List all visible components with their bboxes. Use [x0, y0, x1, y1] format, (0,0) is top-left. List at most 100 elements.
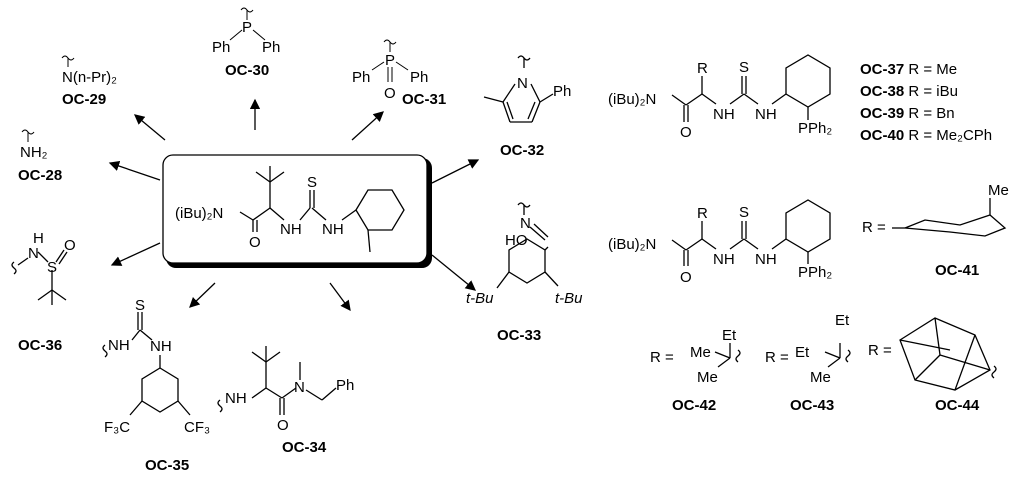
bond [431, 254, 477, 291]
bond [729, 238, 745, 250]
s2-r: R [697, 205, 708, 222]
bond [845, 349, 851, 363]
bond [371, 61, 385, 71]
oc31-o: O [384, 85, 396, 102]
structure-series-2: (iBu)₂N O R NH S NH PPh₂ [608, 199, 832, 286]
structure-oc-29: N(n-Pr)₂ OC-29 [61, 55, 117, 108]
bond [321, 387, 337, 401]
bond [252, 29, 266, 41]
s1-o: O [680, 124, 692, 141]
bond [129, 400, 143, 416]
bond [771, 238, 787, 250]
oc35-cf3a: F₃C [104, 419, 130, 436]
oc36-s: S [47, 259, 57, 276]
oc31-label-visible: OC-31 [402, 91, 446, 108]
atom-label: Et [835, 312, 850, 329]
atom-label: R = [868, 342, 892, 359]
bond [431, 159, 480, 184]
oc30-p: P [242, 19, 252, 36]
bond [914, 354, 941, 381]
bond [685, 238, 703, 251]
bond [269, 207, 285, 221]
bond [265, 351, 281, 363]
bond [251, 351, 267, 363]
bond [265, 387, 283, 399]
oc34-ph: Ph [336, 377, 354, 394]
atom-label: OC-43 [790, 397, 834, 414]
atom-label: Me [988, 182, 1009, 199]
bond [785, 54, 831, 108]
atom-label: OC-37 R = Me [860, 61, 957, 78]
s2-s: S [739, 204, 749, 221]
structure-oc-35: NH NH S F₃C CF₃ OC-35 [102, 297, 210, 474]
arrows [108, 98, 480, 312]
central-nh1: NH [280, 221, 302, 238]
atom-label: R = [650, 349, 674, 366]
bond [217, 399, 223, 413]
bond [55, 249, 65, 263]
structure-oc-30: P Ph Ph OC-30 [212, 7, 280, 79]
atom-label: OC-44 [935, 397, 980, 414]
bond [991, 365, 997, 379]
bond [743, 238, 759, 250]
series-1-legend: OC-37 R = Me OC-38 R = iBu OC-39 R = Bn … [860, 61, 992, 144]
bond [717, 357, 731, 368]
bond [934, 317, 941, 356]
s2-nh1: NH [713, 251, 735, 268]
bond [177, 400, 191, 416]
legend-text: OC-39 [860, 105, 904, 122]
structure-oc-34: NH N O Ph OC-34 [217, 346, 354, 456]
oc42: R = Et Me Me OC-42 [650, 327, 741, 414]
oc30-ph2: Ph [262, 39, 280, 56]
bond [785, 199, 831, 253]
bond [51, 289, 67, 301]
atom-label: OC-41 [935, 262, 979, 279]
oc44: R = OC-44 [868, 317, 997, 414]
bond [341, 209, 357, 221]
oc31-ph2: Ph [410, 69, 428, 86]
oc32-label: OC-32 [500, 142, 544, 159]
central-o: O [249, 234, 261, 251]
bond [954, 334, 976, 391]
bond [17, 257, 29, 266]
bond [527, 101, 536, 120]
bond [58, 251, 68, 265]
bond [189, 282, 216, 308]
s1-s: S [739, 59, 749, 76]
bond [671, 94, 687, 106]
oc29-label: OC-29 [62, 91, 106, 108]
central-nh2: NH [322, 221, 344, 238]
bond [544, 271, 559, 287]
bond [544, 246, 549, 251]
bond [134, 114, 166, 141]
atom-label: R = [765, 349, 789, 366]
oc43: R = Et Et Me OC-43 [765, 312, 851, 414]
oc28-group: NH₂ [20, 144, 48, 161]
bond [141, 367, 179, 413]
s1-pph2: PPh₂ [798, 120, 832, 137]
oc29-group: N(n-Pr)₂ [62, 69, 117, 86]
bond [530, 83, 541, 103]
central-amine: (iBu)₂N [175, 205, 223, 222]
bond [229, 29, 243, 41]
bond [701, 93, 717, 105]
bond [329, 282, 351, 312]
oc33-ho: HO [505, 232, 528, 249]
bond [251, 387, 267, 399]
oc36-h: H [33, 230, 44, 247]
legend-text: OC-37 [860, 61, 904, 78]
atom-label: Me [810, 369, 831, 386]
atom-label: OC-39 R = Bn [860, 105, 955, 122]
central-s: S [307, 174, 317, 191]
bond [533, 223, 549, 238]
bond [529, 226, 546, 241]
s1-amine: (iBu)₂N [608, 91, 656, 108]
bond [506, 101, 514, 120]
central-catalyst: (iBu)₂N O NH S NH [162, 154, 432, 268]
oc35-nh2: NH [150, 338, 172, 355]
bond [37, 289, 53, 301]
oc35-s: S [135, 297, 145, 314]
bond [305, 389, 323, 401]
bond [239, 211, 254, 221]
